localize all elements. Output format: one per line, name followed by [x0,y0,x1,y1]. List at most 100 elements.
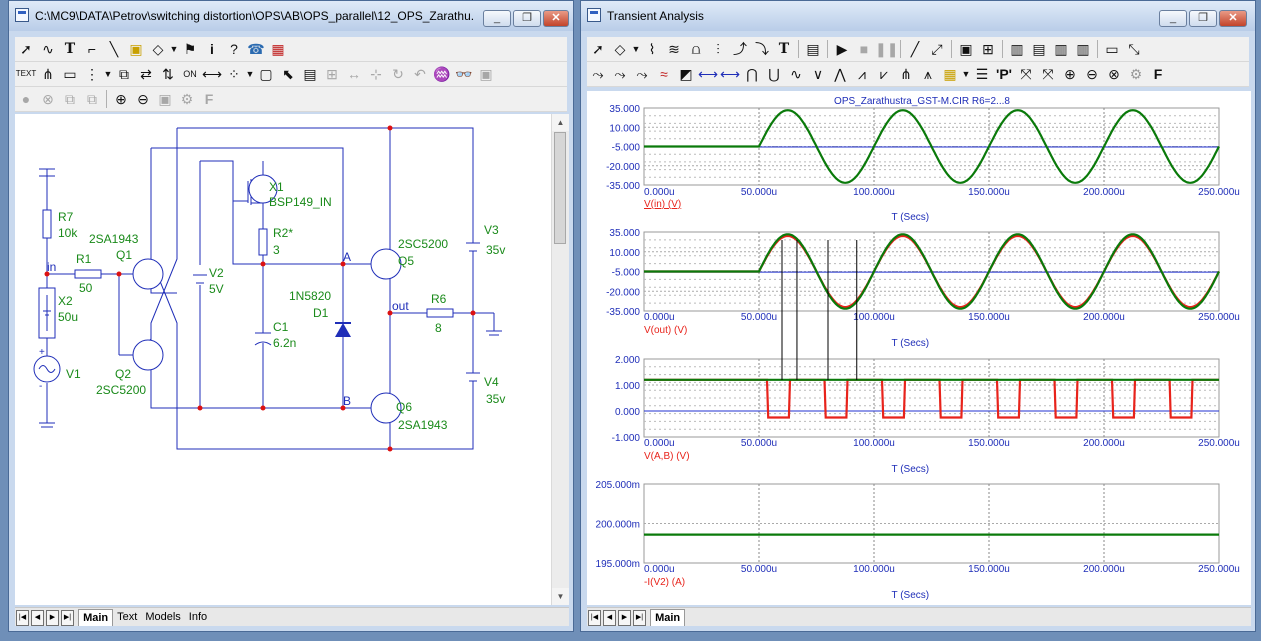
zoom-out-icon[interactable]: ⊖ [137,91,149,107]
peak-icon[interactable]: ≈ [660,66,668,82]
properties-icon[interactable]: ▤ [303,66,317,82]
tab-main[interactable]: Main [650,609,686,626]
zoom-fit-icon[interactable]: ⊗ [1108,66,1120,82]
close-button[interactable]: ✕ [543,10,569,27]
vertical-tag-icon[interactable]: ⤵ [755,41,769,57]
font-icon[interactable]: F [204,91,214,107]
mirror-icon[interactable]: ↔ [347,66,361,82]
first-page-icon[interactable]: |◀ [16,610,29,626]
next-page-icon[interactable]: ▶ [46,610,59,626]
last-page-icon[interactable]: ▶| [61,610,74,626]
zoom-in-icon[interactable]: ⊕ [115,91,127,107]
transistor-Q2[interactable] [132,339,164,371]
stop-icon[interactable]: ● [21,91,31,107]
prev-page-icon[interactable]: ◀ [31,610,44,626]
next-point-icon[interactable]: ⟷ [697,66,719,82]
diode-D1[interactable] [335,323,351,337]
plot-frame-icon[interactable]: ▣ [959,41,973,57]
properties-icon[interactable]: ▤ [806,41,820,57]
grid-dots-icon[interactable]: ⁘ [228,66,240,82]
schematic-canvas[interactable]: R7 10k R1 50 X2 50u V1 in Q1 2SA1943 Q2 … [15,114,569,605]
cursor-step-icon[interactable]: ⤳ [636,66,648,82]
schematic-vertical-scrollbar[interactable]: ▲ ▼ [551,114,569,605]
resistor-R2[interactable] [258,228,268,256]
next-page-icon[interactable]: ▶ [618,610,631,626]
select-arrow-icon[interactable]: ➚ [20,41,32,57]
diagonal-wire-icon[interactable]: ╲ [109,41,119,57]
transistor-Q1[interactable] [132,258,164,290]
cursor-select-icon[interactable]: ⬉ [282,66,294,82]
camera-icon[interactable]: ▣ [158,91,172,107]
scroll-thumb[interactable] [554,132,566,244]
dropdown-arrow-icon[interactable]: ▼ [961,69,971,79]
tab-info[interactable]: Info [188,611,208,623]
markers-icon[interactable]: ⩍ [691,41,701,57]
scale-icon[interactable]: ⌇ [648,41,656,57]
align-icon[interactable]: ⊞ [326,66,338,82]
dropdown-arrow-icon[interactable]: ▼ [631,44,641,54]
tab-main[interactable]: Main [78,609,114,626]
dropdown-arrow-icon[interactable]: ▼ [245,69,255,79]
global-high-icon[interactable]: ⩘ [858,66,866,82]
layout-2-icon[interactable]: ▤ [1032,41,1046,57]
grid-icon[interactable]: ⊞ [982,41,994,57]
text-toggle-icon[interactable]: TEXT [15,69,37,78]
border-icon[interactable]: ▢ [259,66,273,82]
dropdown-arrow-icon[interactable]: ▼ [103,69,113,79]
tab-text[interactable]: Text [117,611,138,623]
rotate-icon[interactable]: ⇄ [140,66,152,82]
paste-icon[interactable]: ⧉ [87,91,97,107]
valley-icon[interactable]: ⋃ [768,66,780,82]
run-icon[interactable]: ▶ [836,41,848,57]
schematic-titlebar[interactable]: C:\MC9\DATA\Petrov\switching distortion\… [9,1,573,31]
layout-4-icon[interactable]: ▥ [1076,41,1090,57]
close-button[interactable]: ✕ [1219,10,1247,27]
flip-icon[interactable]: ⇅ [162,66,174,82]
on-off-icon[interactable]: ON [183,69,197,79]
refresh-icon[interactable]: ↻ [392,66,404,82]
frame-icon[interactable]: ▭ [1105,41,1119,57]
info-icon[interactable]: i [210,41,214,57]
line-icon[interactable]: ╱ [910,41,920,57]
performance-icon[interactable]: 'P' [996,66,1012,82]
cursor-left-icon[interactable]: ⤳ [592,66,604,82]
tab-models[interactable]: Models [145,611,181,623]
diagonal-line-icon[interactable]: ⤢ [931,41,943,57]
prev-point-icon[interactable]: ⟷ [719,66,741,82]
settings-icon[interactable]: ⚙ [180,91,194,107]
pause-icon[interactable]: ❚❚ [875,41,899,57]
wire-icon[interactable]: ∿ [42,41,54,57]
component-icon[interactable]: ▣ [129,41,143,57]
bottom-icon[interactable]: ⩚ [924,66,932,82]
font-icon[interactable]: F [1153,66,1163,82]
shapes-icon[interactable]: ◇ [152,41,164,57]
stop-icon[interactable]: ■ [859,41,869,57]
text-tool-icon[interactable]: T [778,41,790,57]
cursor-right-icon[interactable]: ⤳ [614,66,626,82]
undo-icon[interactable]: ↶ [414,66,426,82]
point-tag-icon[interactable]: ⫶ [716,41,720,57]
layout-3-icon[interactable]: ▥ [1054,41,1068,57]
copy-icon[interactable]: ⧉ [65,91,75,107]
transistor-Q5[interactable] [370,248,402,280]
zoom-in-icon[interactable]: ⊕ [1064,66,1076,82]
prev-page-icon[interactable]: ◀ [603,610,616,626]
global-low-icon[interactable]: ⩗ [880,66,888,82]
scope-icon[interactable]: ◩ [679,66,693,82]
plot-canvas[interactable]: OPS_Zarathustra_GST-M.CIR R6=2...8 35.00… [587,91,1251,605]
scroll-up-arrow-icon[interactable]: ▲ [552,114,569,131]
analysis-titlebar[interactable]: Transient Analysis _ ❐ ✕ [581,1,1255,31]
high-icon[interactable]: ∿ [790,66,802,82]
dropdown-arrow-icon[interactable]: ▼ [169,44,179,54]
transistor-Q6[interactable] [370,392,402,424]
peak-up-icon[interactable]: ⋂ [746,66,758,82]
minimize-button[interactable]: _ [1159,10,1187,27]
tag-remove-icon[interactable]: ⤧ [1042,66,1054,82]
resistor-R6[interactable] [426,308,454,318]
list-icon[interactable]: ☰ [975,66,989,82]
component-editor-icon[interactable]: ▦ [271,41,285,57]
step-icon[interactable]: ⊹ [370,66,382,82]
settings-icon[interactable]: ⚙ [1129,66,1143,82]
orthogonal-wire-icon[interactable]: ⌐ [87,41,97,57]
zoom-out-icon[interactable]: ⊖ [1086,66,1098,82]
